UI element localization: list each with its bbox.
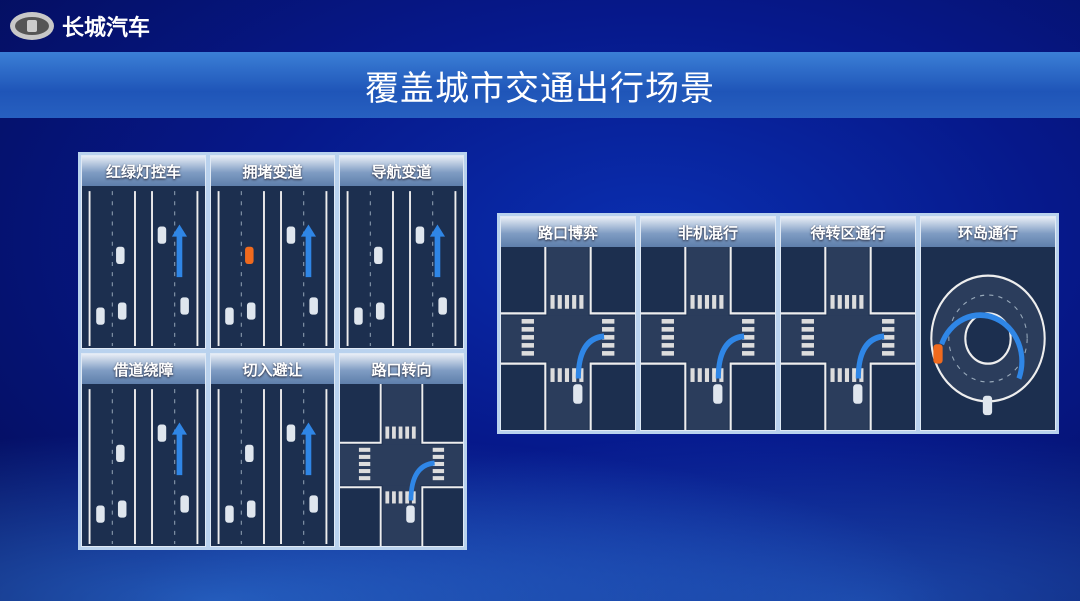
car [116, 444, 125, 462]
arrow-icon [171, 422, 188, 476]
car [246, 302, 256, 320]
lanes-illustration [217, 191, 328, 346]
car [438, 297, 447, 315]
car [573, 384, 583, 404]
car [117, 500, 127, 518]
roundabout-illustration [930, 274, 1046, 416]
scenario-card: 切入避让 [210, 353, 335, 547]
car [354, 307, 363, 325]
car [157, 424, 167, 442]
brand-logo: 长城汽车 [10, 10, 150, 42]
scenario-card: 环岛通行 [920, 216, 1056, 431]
scenario-card: 路口转向 [339, 353, 464, 547]
car [180, 495, 189, 513]
car [375, 302, 385, 320]
car [415, 226, 425, 244]
brand-name: 长城汽车 [62, 16, 151, 41]
scenario-label: 拥堵变道 [211, 156, 334, 186]
arrow-icon [715, 333, 745, 379]
car [96, 307, 105, 325]
arrow-icon [939, 312, 1025, 380]
car [309, 495, 318, 513]
car [374, 246, 383, 264]
intersection-illustration [781, 247, 915, 430]
scenario-card: 红绿灯控车 [81, 155, 206, 349]
scenario-label: 路口转向 [340, 354, 463, 384]
intersection-illustration [501, 247, 635, 430]
car [933, 344, 943, 364]
scenario-label: 红绿灯控车 [82, 156, 205, 186]
lanes-illustration [217, 389, 328, 544]
right-scenario-grid: 路口博弈 非机混行 待转区通行 环岛通行 [497, 213, 1059, 434]
logo-icon [10, 12, 54, 40]
scenario-label: 待转区通行 [781, 217, 915, 247]
car [96, 505, 105, 523]
scenario-label: 切入避让 [211, 354, 334, 384]
intersection-illustration [340, 384, 463, 546]
scenario-label: 路口博弈 [501, 217, 635, 247]
arrow-icon [408, 460, 435, 501]
title-bar: 覆盖城市交通出行场景 [0, 52, 1080, 118]
lanes-illustration [88, 389, 199, 544]
arrow-icon [300, 422, 317, 476]
arrow-icon [300, 224, 317, 278]
car [286, 226, 296, 244]
car [180, 297, 189, 315]
scenario-label: 导航变道 [340, 156, 463, 186]
car [853, 384, 863, 404]
scenario-card: 路口博弈 [500, 216, 636, 431]
arrow-icon [171, 224, 188, 278]
scenario-label: 环岛通行 [921, 217, 1055, 247]
scenario-card: 拥堵变道 [210, 155, 335, 349]
car [309, 297, 318, 315]
car [157, 226, 167, 244]
car [245, 246, 254, 264]
scenario-card: 非机混行 [640, 216, 776, 431]
car [246, 500, 256, 518]
car [225, 505, 234, 523]
car [117, 302, 127, 320]
arrow-icon [429, 224, 446, 278]
scenario-card: 导航变道 [339, 155, 464, 349]
car [245, 444, 254, 462]
scenario-label: 借道绕障 [82, 354, 205, 384]
car [286, 424, 296, 442]
arrow-icon [575, 333, 605, 379]
lanes-illustration [88, 191, 199, 346]
scenario-card: 待转区通行 [780, 216, 916, 431]
arrow-icon [855, 333, 885, 379]
car [713, 384, 723, 404]
scenario-label: 非机混行 [641, 217, 775, 247]
lanes-illustration [346, 191, 457, 346]
page-title: 覆盖城市交通出行场景 [365, 68, 715, 109]
car [225, 307, 234, 325]
scenario-card: 借道绕障 [81, 353, 206, 547]
left-scenario-grid: 红绿灯控车 拥堵变道 导航变道 借道绕障 切入避让 路口转向 [78, 152, 467, 550]
intersection-illustration [641, 247, 775, 430]
car [116, 246, 125, 264]
car [982, 395, 993, 416]
car [406, 505, 415, 523]
